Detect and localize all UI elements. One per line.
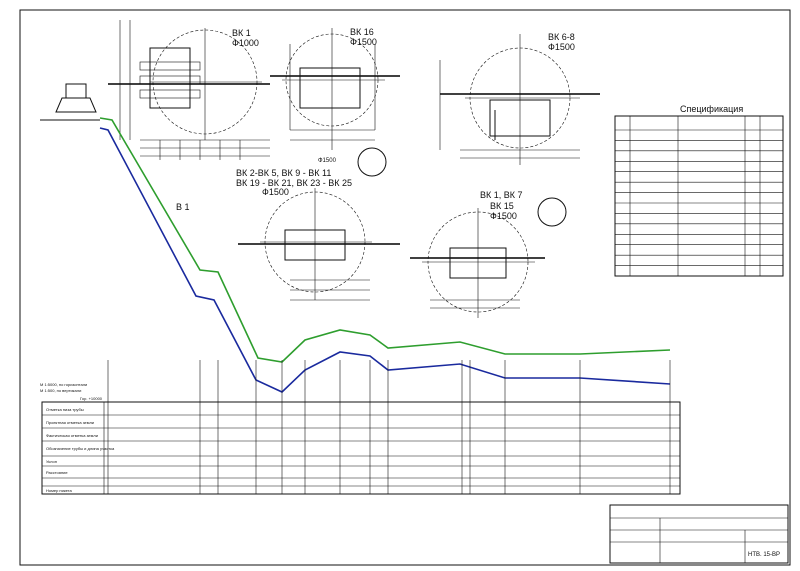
well-small-circle bbox=[357, 147, 387, 177]
table-row-label: Расстояние bbox=[46, 470, 68, 475]
well-group-title2: ВК 19 - ВК 21, ВК 23 - ВК 25 bbox=[236, 178, 352, 188]
spec-title: Спецификация bbox=[680, 104, 743, 114]
well-vk1715-title2: ВК 15 bbox=[490, 201, 514, 211]
table-row-label: Уклон bbox=[46, 459, 57, 464]
elevation-note: Гор. +10000 bbox=[80, 396, 103, 401]
scale-note-2: М 1:500, по вертикали bbox=[40, 388, 81, 393]
well-detail-vk1-7-15: ВК 1, ВК 7 ВК 15 Ф1500 bbox=[410, 190, 567, 318]
title-block: НТВ. 15-ВР bbox=[609, 504, 789, 564]
table-row-label: Отметка низа трубы bbox=[46, 407, 84, 412]
longitudinal-profile: В 1 М 1:5000, по горизонтали М 1:500, по… bbox=[40, 117, 671, 494]
spec-row-lines bbox=[615, 140, 783, 277]
ground-line bbox=[99, 117, 671, 363]
well-vk1715-title: ВК 1, ВК 7 bbox=[480, 190, 523, 200]
table-row-label: Номер пикета bbox=[46, 488, 72, 493]
well-vk68-diameter: Ф1500 bbox=[548, 42, 575, 52]
profile-start-structure bbox=[40, 83, 100, 121]
stamp-code: НТВ. 15-ВР bbox=[748, 552, 780, 558]
profile-label: В 1 bbox=[176, 202, 190, 212]
well-group-title: ВК 2-ВК 5, ВК 9 - ВК 11 bbox=[236, 168, 331, 178]
pipe-invert-line bbox=[99, 127, 671, 393]
well-vk16-diameter: Ф1500 bbox=[350, 37, 377, 47]
well-vk1715-small-circle bbox=[537, 197, 567, 227]
well-detail-vk1: ВК 1 Ф1000 bbox=[108, 20, 270, 160]
well-vk1715-diameter: Ф1500 bbox=[490, 211, 517, 221]
small-circle-label: Ф1500 bbox=[318, 158, 337, 164]
well-detail-vk16: Ф1500 ВК 16 Ф1500 bbox=[270, 27, 400, 177]
well-vk68-title: ВК 6-8 bbox=[548, 32, 575, 42]
well-detail-group: ВК 2-ВК 5, ВК 9 - ВК 11 ВК 19 - ВК 21, В… bbox=[236, 168, 400, 301]
well-vk1-title: ВК 1 bbox=[232, 28, 251, 38]
specification-table: Спецификация bbox=[614, 104, 784, 277]
profile-vertical-lines bbox=[107, 360, 671, 494]
table-row-label: Проектная отметка земли bbox=[46, 420, 94, 425]
well-detail-vk6-8: ВК 6-8 Ф1500 bbox=[439, 32, 600, 165]
sheet-frame bbox=[19, 9, 791, 566]
well-group-diameter: Ф1500 bbox=[262, 187, 289, 197]
table-row-label: Обозначение трубы и длина участка bbox=[46, 446, 115, 451]
well-vk16-title: ВК 16 bbox=[350, 27, 374, 37]
table-row-label: Фактическая отметка земли bbox=[46, 433, 98, 438]
well-vk1-diameter: Ф1000 bbox=[232, 38, 259, 48]
profile-data-table: Отметка низа трубы Проектная отметка зем… bbox=[41, 401, 681, 495]
scale-note-1: М 1:5000, по горизонтали bbox=[40, 382, 87, 387]
